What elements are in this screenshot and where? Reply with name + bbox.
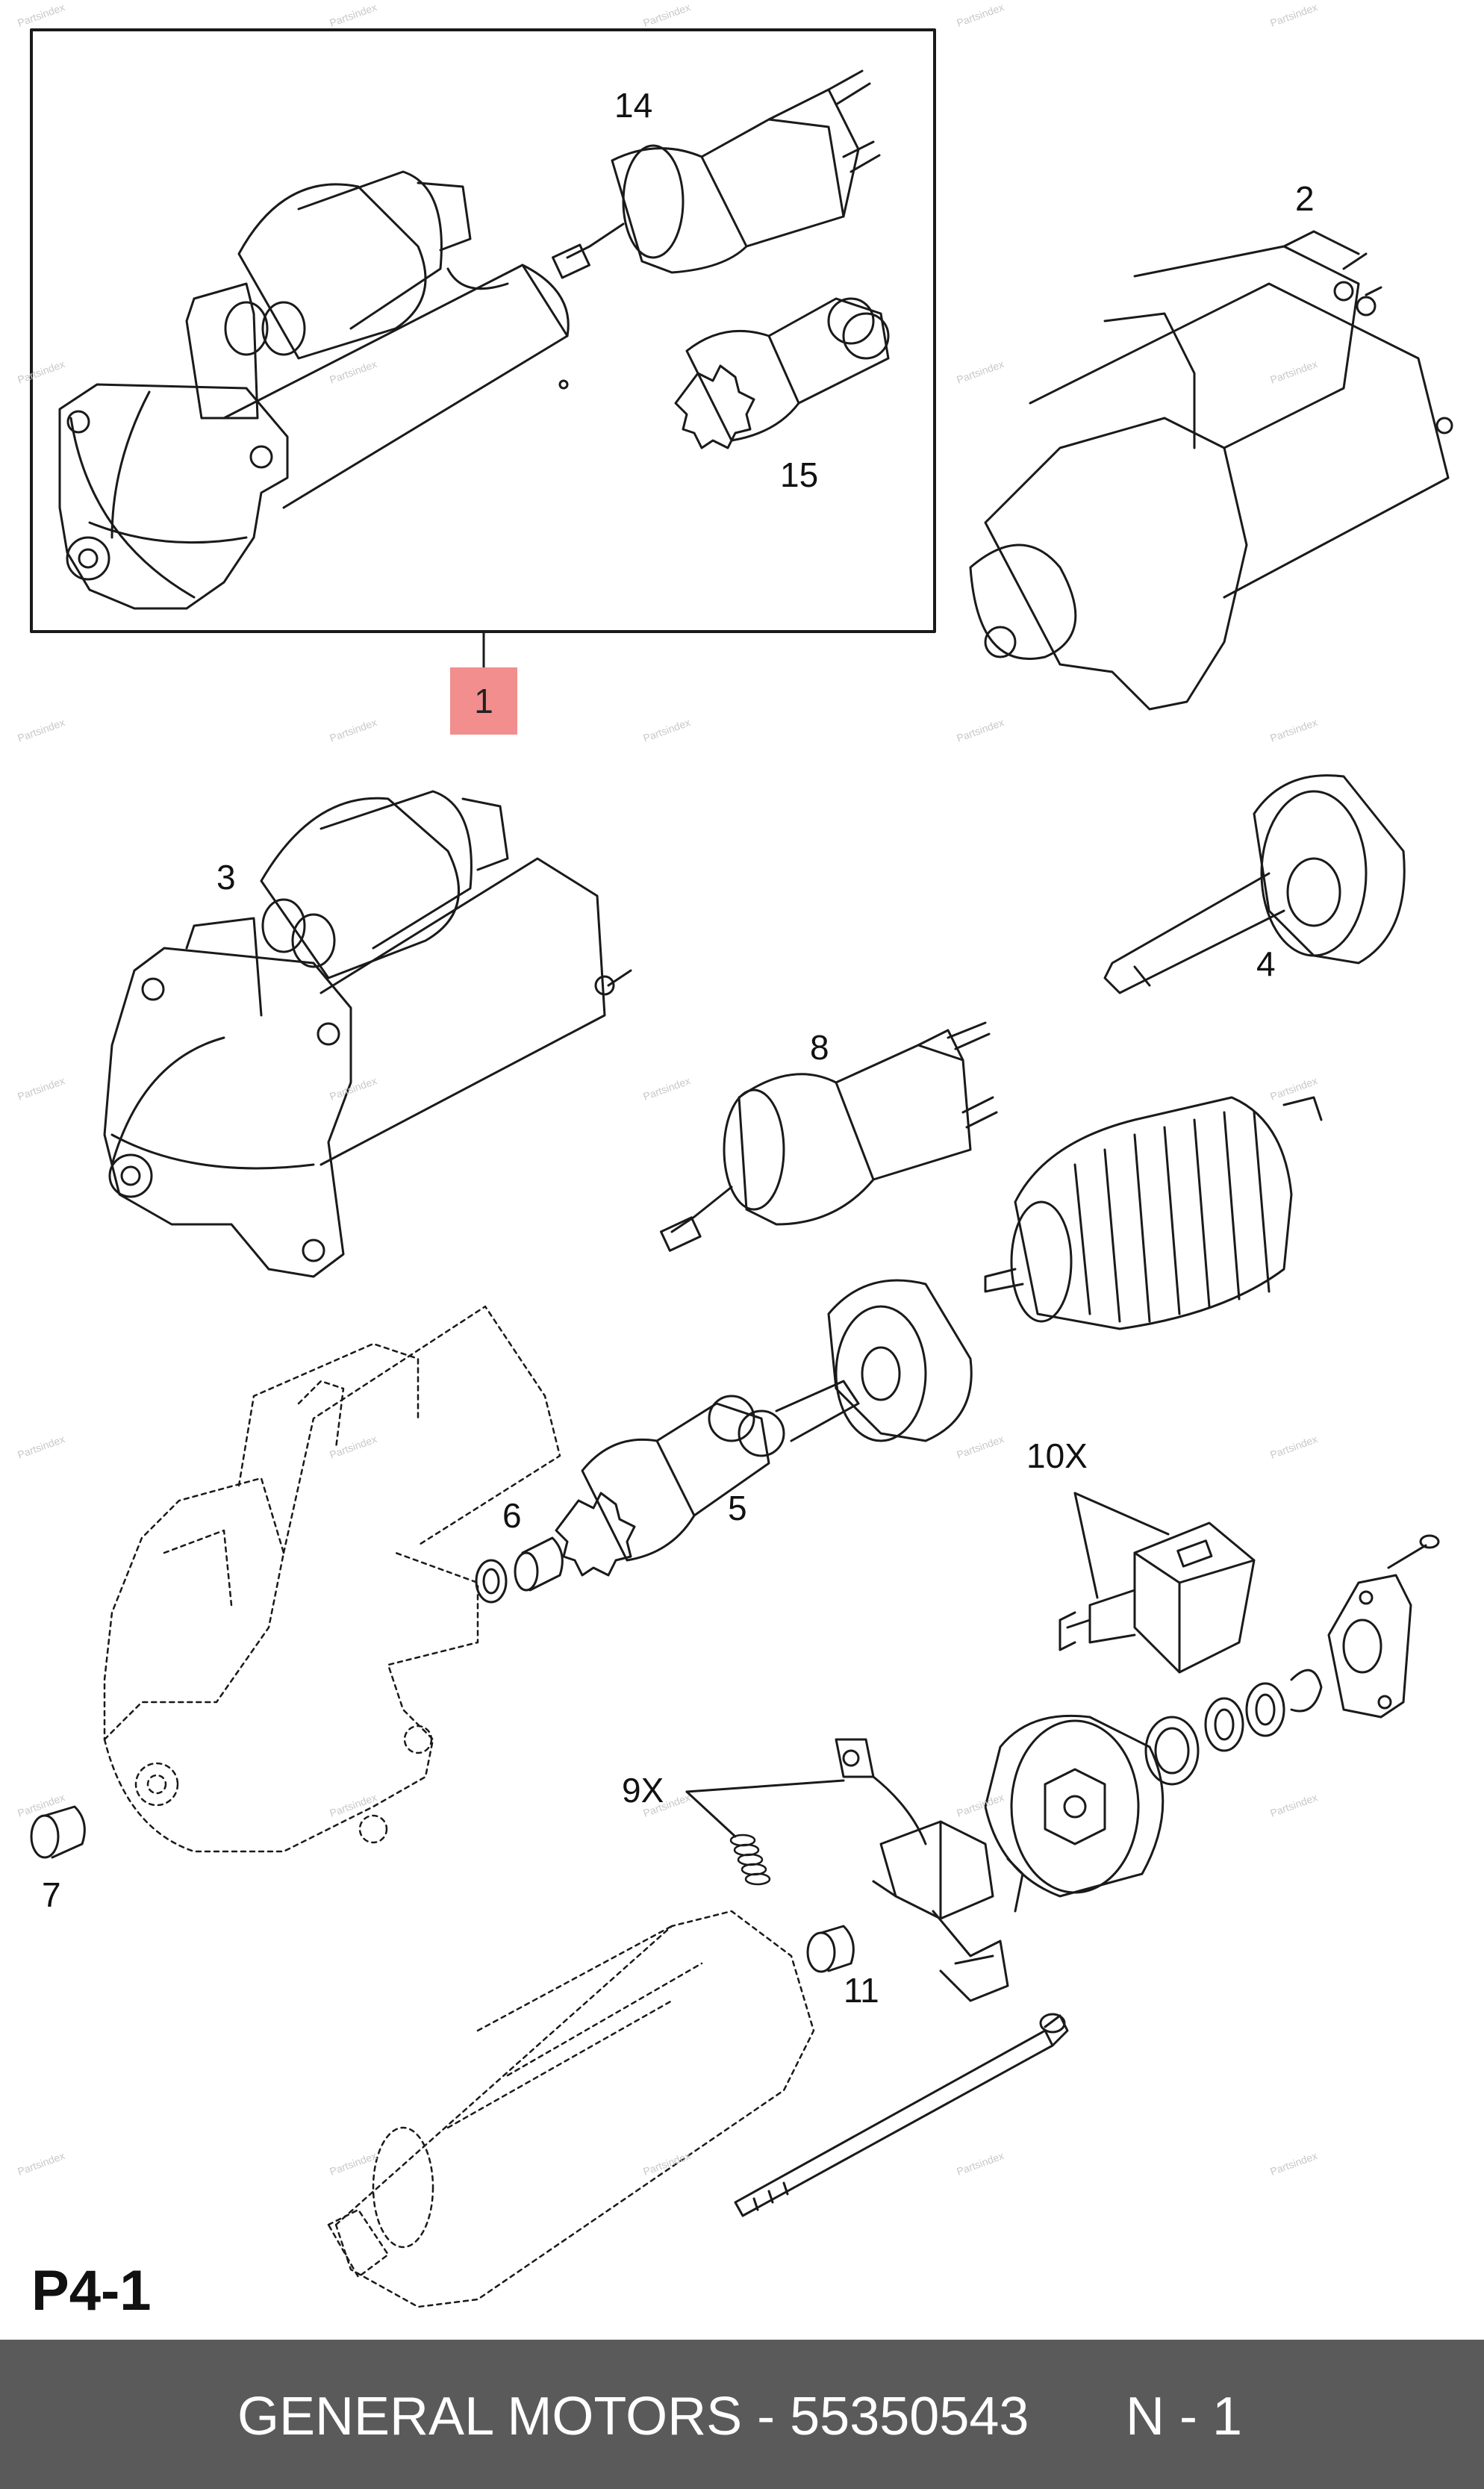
mounting-bracket [1327,1534,1440,1719]
callout-3[interactable]: 3 [216,858,236,897]
footer-part-title: GENERAL MOTORS - 55350543 [237,2387,1029,2446]
callout-9x[interactable]: 9X [622,1771,664,1810]
starter-assembly-framed [58,170,570,610]
callout-2[interactable]: 2 [1295,179,1315,218]
phantom-yoke-outline [327,1910,815,2308]
callout-7[interactable]: 7 [42,1875,61,1914]
brush-spring [729,1834,771,1886]
drive-pinion-part-15 [674,297,890,449]
brush-holder-part-9x [835,1738,1024,2002]
callout-1-label: 1 [474,682,493,720]
callout-15[interactable]: 15 [780,455,819,494]
end-cover-plate [984,1714,1165,1898]
leader-9x-a [685,1779,845,1793]
solenoid-part-8 [660,1021,998,1252]
footer-sheet-number: N - 1 [1126,2387,1243,2446]
solenoid-part-14 [552,69,881,279]
drive-pinion-part-5 [555,1279,973,1577]
starter-assembly-part-3 [103,790,632,1278]
bushing-part-11 [806,1925,855,1973]
connector-part-10x [1059,1521,1256,1674]
leader-9x-b [685,1790,737,1838]
bushing-part-6 [475,1536,564,1604]
callout-6[interactable]: 6 [502,1496,522,1535]
leader-10x-b [1073,1492,1099,1599]
washer-set [1144,1669,1323,1786]
bearing-shaft-part-4 [1103,774,1406,994]
footer-bar: GENERAL MOTORS - 55350543 N - 1 [0,2340,1484,2489]
callout-10x[interactable]: 10X [1026,1436,1088,1475]
leader-10x-a [1073,1492,1170,1536]
through-bolt [734,2013,1069,2217]
callout-4[interactable]: 4 [1256,944,1276,983]
callout-11[interactable]: 11 [844,1971,879,2010]
starter-assembly-part-2 [969,230,1453,711]
armature [984,1096,1323,1330]
bushing-part-7 [30,1805,86,1859]
page-code: P4-1 [31,2259,152,2323]
callout-14[interactable]: 14 [614,86,653,125]
phantom-starter-outline [103,1305,561,1853]
callout-5[interactable]: 5 [728,1489,747,1527]
callout-8[interactable]: 8 [810,1028,829,1067]
callout-1-highlighted[interactable]: 1 [450,667,517,735]
